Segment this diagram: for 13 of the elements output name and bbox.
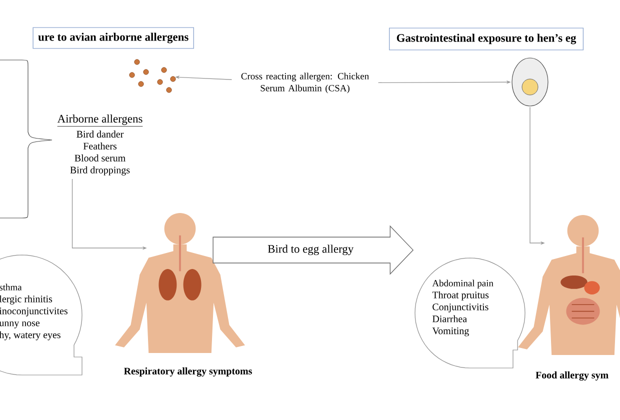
caption-text: Food allergy sym xyxy=(536,371,608,381)
block-arrow xyxy=(212,225,414,275)
body-drawing xyxy=(115,213,245,353)
speech-bubble: Abdominal pain Throat pruitus Conjunctivitis Diarrhea Vomiting xyxy=(414,258,526,368)
allergen-list: Airborne allergens Bird dander Feathers Blood serum Bird droppings xyxy=(57,114,143,176)
particles-drawing xyxy=(129,59,176,93)
egg-drawing xyxy=(512,58,548,106)
caption-text: Respiratory allergy symptoms xyxy=(124,367,252,377)
edge-label: Bird to egg allergy xyxy=(268,244,354,256)
title-box: Gastrointestinal exposure to hen’s eg xyxy=(389,28,584,50)
title-box: ure to avian airborne allergens xyxy=(32,27,194,49)
body-drawing xyxy=(518,215,620,355)
annotation-text: Cross reacting allergen: Chicken Serum Albumin (CSA) xyxy=(241,72,369,94)
